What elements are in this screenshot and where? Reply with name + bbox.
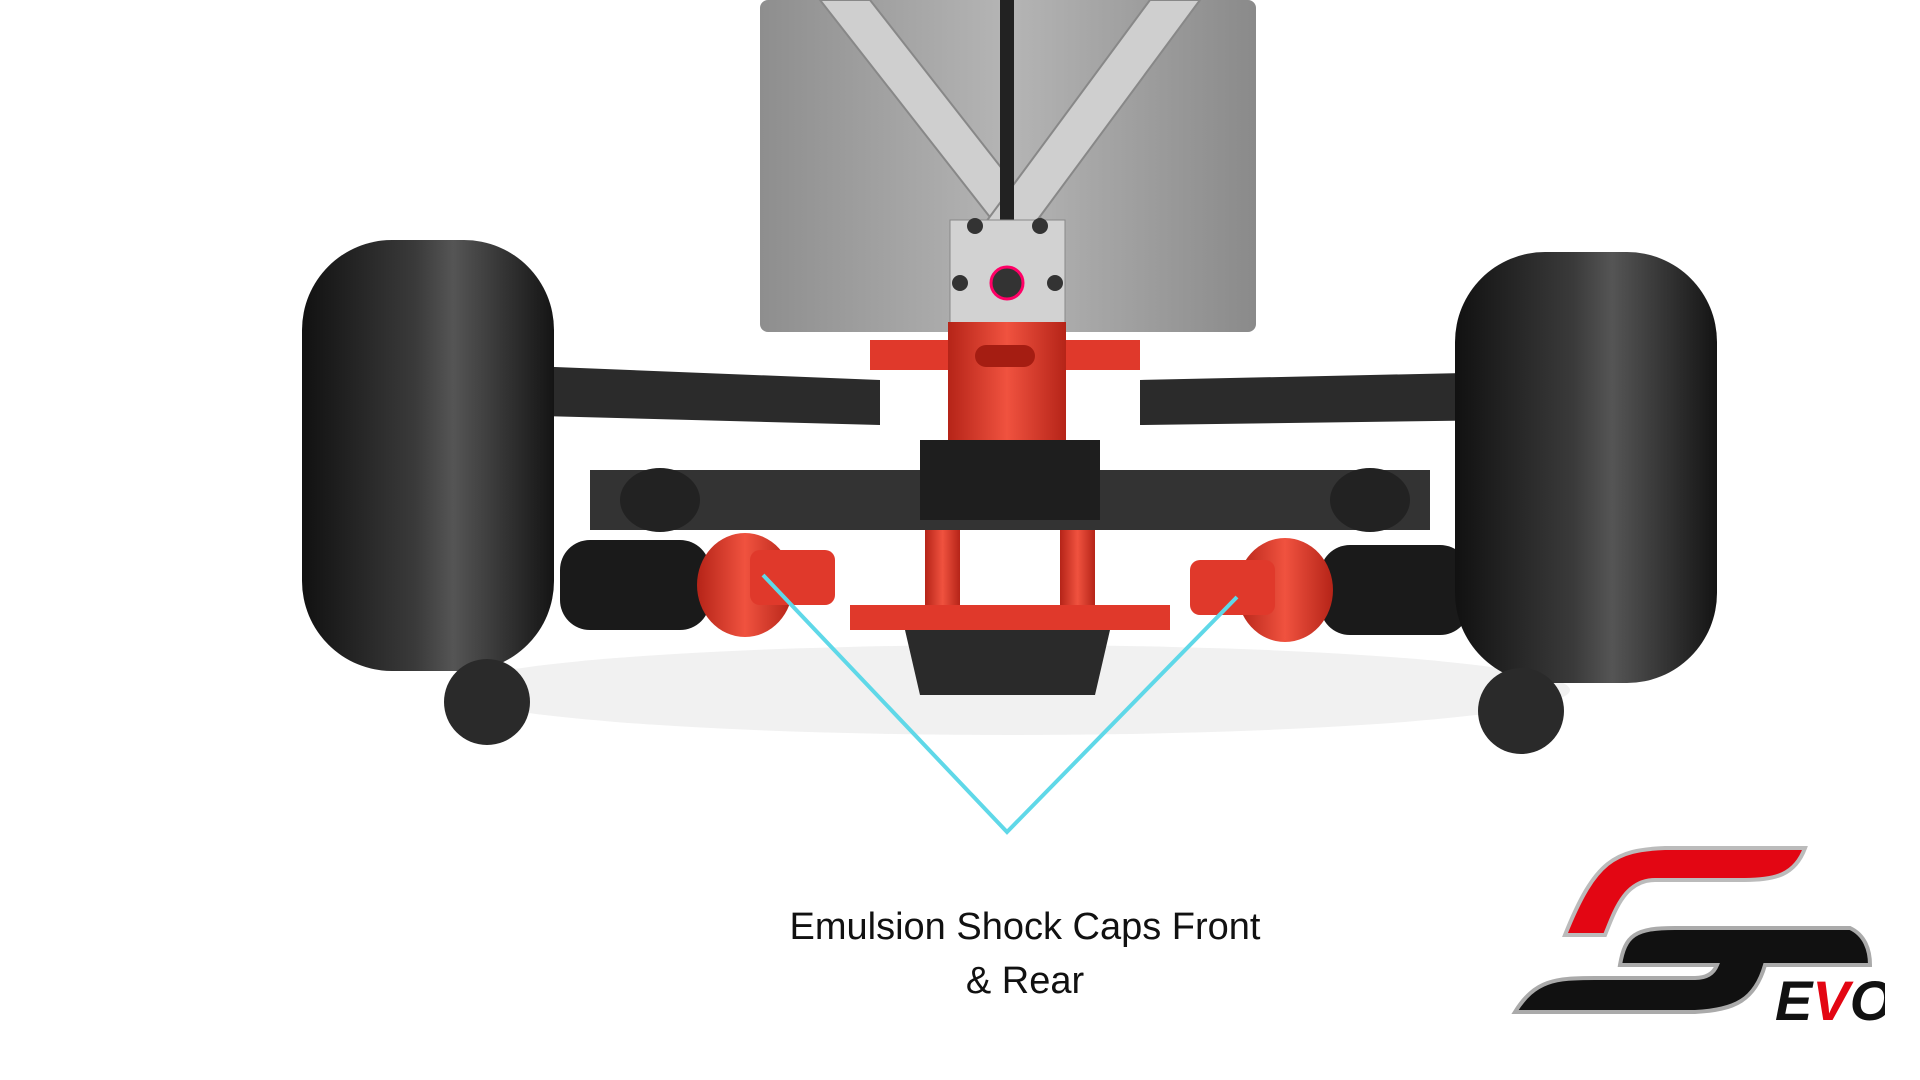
shock-right [1190,538,1470,642]
caption-line-1: Emulsion Shock Caps Front [789,906,1261,948]
center-bulkhead [850,322,1170,695]
wheel-left [302,240,554,745]
shock-left [560,533,835,637]
suspension-arms [505,365,1510,532]
logo-text: EVO [1775,969,1885,1025]
callout-line [761,573,1239,835]
sevo-logo-icon: EVO [1511,846,1885,1025]
wheel-right [1455,252,1717,754]
caption-line-2: & Rear [965,960,1085,1002]
caption: Emulsion Shock Caps Front & Rear [660,900,1390,1008]
chassis-plate [760,0,1256,332]
